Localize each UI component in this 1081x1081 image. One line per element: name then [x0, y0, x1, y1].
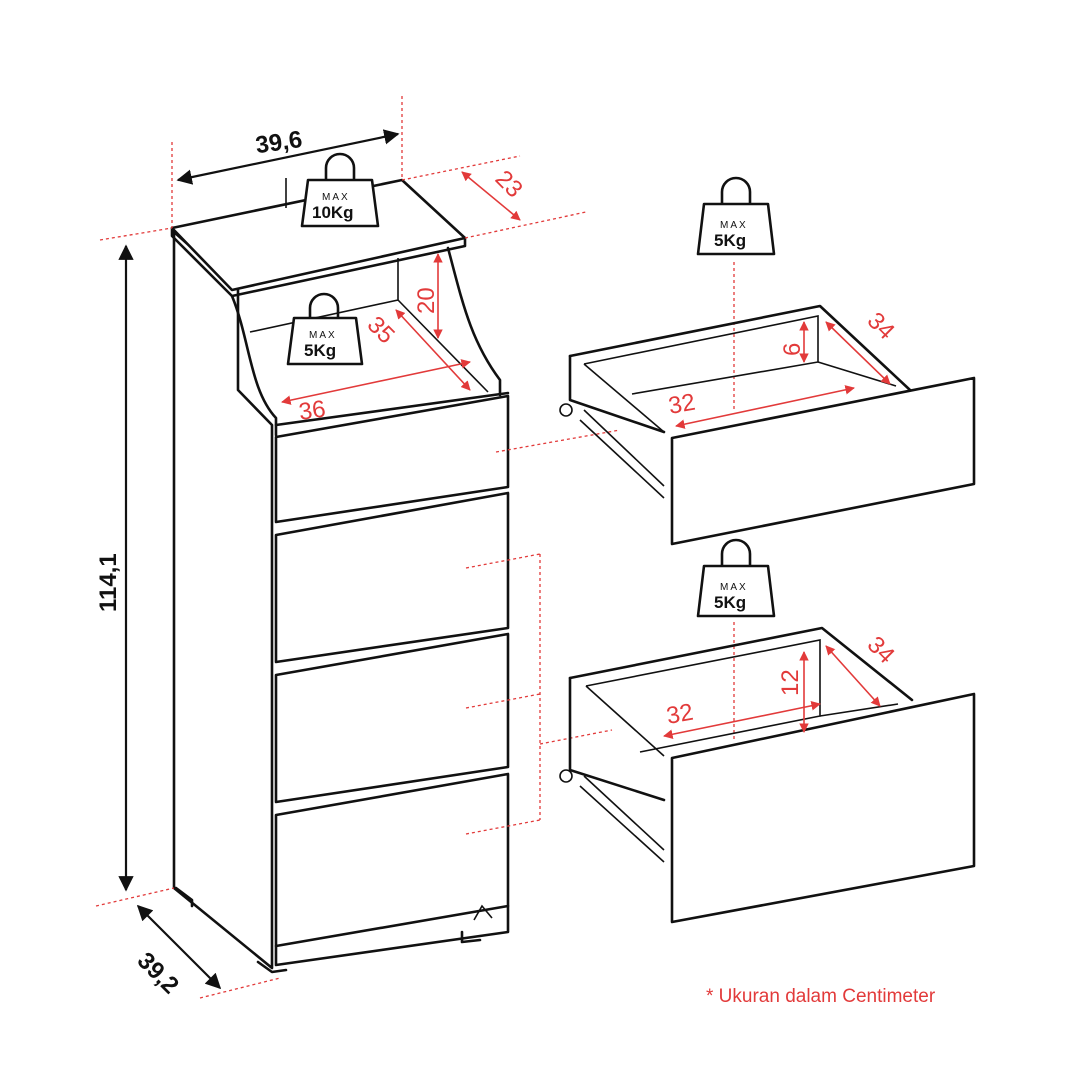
- drawer-1-height-label: 6: [779, 343, 806, 356]
- weight-badge-drawer-2: MAX 5Kg: [696, 538, 776, 618]
- shelf-height-label: 20: [413, 287, 440, 314]
- svg-text:MAX: MAX: [309, 330, 337, 341]
- cabinet-drawer-3: [274, 632, 510, 804]
- svg-text:MAX: MAX: [720, 582, 748, 593]
- top-depth-line: [461, 171, 521, 221]
- shelf-width-label: 36: [297, 395, 327, 425]
- top-depth-label: 23: [490, 165, 528, 203]
- shelf-depth-line: [395, 309, 471, 391]
- cabinet-drawer-1: [274, 394, 510, 524]
- svg-text:5Kg: 5Kg: [714, 231, 746, 250]
- cabinet: [170, 178, 510, 974]
- svg-text:MAX: MAX: [322, 192, 350, 203]
- width-label: 39,6: [254, 126, 304, 159]
- drawer-1-width-label: 32: [666, 389, 697, 420]
- runner-wheel-icon: [559, 403, 573, 417]
- svg-text:10Kg: 10Kg: [312, 203, 354, 222]
- drawer-1-depth-label: 34: [862, 307, 900, 345]
- drawer-1-front: [670, 376, 976, 546]
- drawer-2-width-label: 32: [664, 699, 695, 730]
- shelf-width-line: [281, 359, 471, 405]
- drawer-2-height-label: 12: [777, 669, 804, 696]
- weight-badge-drawer-1: MAX 5Kg: [696, 176, 776, 256]
- units-footnote: * Ukuran dalam Centimeter: [706, 986, 936, 1007]
- width-dimension-line: [176, 129, 400, 185]
- weight-badge-top: MAX 10Kg: [300, 152, 380, 228]
- cabinet-foot: [256, 960, 288, 974]
- cabinet-drawer-2: [274, 491, 510, 664]
- height-label: 114,1: [95, 553, 122, 612]
- shelf-depth-label: 35: [362, 311, 400, 349]
- cabinet-left-curve: [230, 294, 278, 437]
- depth-dimension-line: [136, 904, 222, 990]
- shelf-floor-edge: [397, 299, 489, 393]
- drawer-2-front: [670, 692, 976, 924]
- cabinet-foot: [174, 886, 194, 908]
- depth-label: 39,2: [132, 947, 184, 999]
- svg-text:5Kg: 5Kg: [714, 593, 746, 612]
- drawer-detail-1: 6 34 32: [559, 262, 976, 546]
- weight-badge-shelf: MAX 5Kg: [286, 292, 364, 366]
- cabinet-foot: [460, 930, 482, 944]
- svg-text:5Kg: 5Kg: [304, 341, 336, 360]
- svg-text:MAX: MAX: [720, 220, 748, 231]
- cabinet-left-side: [172, 230, 274, 970]
- cabinet-plinth: [274, 904, 510, 967]
- drawer-detail-2: 12 34 32: [559, 622, 976, 924]
- cabinet-right-curve: [446, 246, 502, 397]
- cabinet-drawer-4: [274, 772, 510, 948]
- brand-logo-icon: [473, 904, 493, 921]
- runner-wheel-icon: [559, 769, 573, 783]
